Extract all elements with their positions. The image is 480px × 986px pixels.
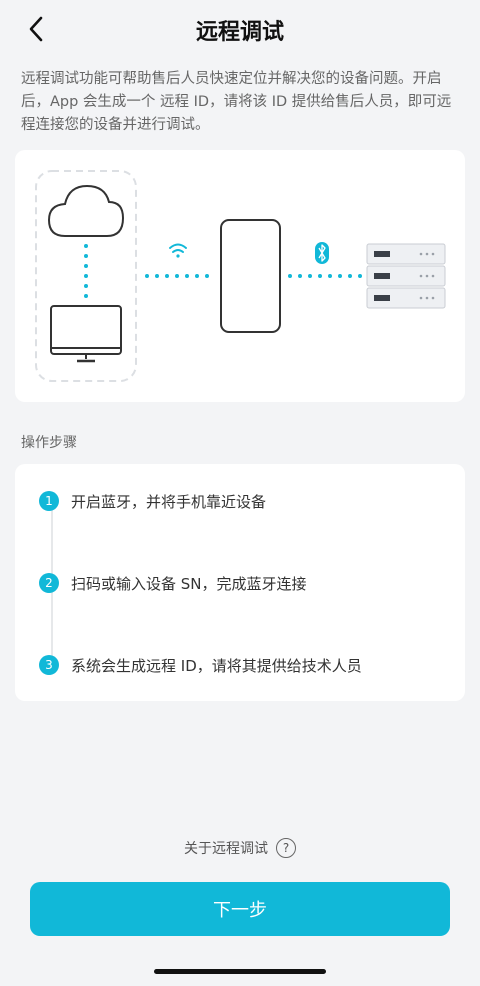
monitor-icon [50, 305, 122, 363]
step-number-badge: 1 [39, 491, 59, 511]
back-button[interactable] [20, 12, 54, 46]
page-title: 远程调试 [195, 20, 284, 45]
step-number-badge: 2 [39, 573, 59, 593]
about-remote-debug[interactable]: 关于远程调试 ? [0, 838, 480, 858]
step-text: 系统会生成远程 ID，请将其提供给技术人员 [71, 656, 362, 675]
feature-description: 远程调试功能可帮助售后人员快速定位并解决您的设备问题。开启后，App 会生成一个… [21, 71, 452, 133]
step-item: 1 开启蓝牙，并将手机靠近设备 [39, 489, 266, 513]
about-label: 关于远程调试 [184, 841, 268, 857]
step-item: 2 扫码或输入设备 SN，完成蓝牙连接 [39, 571, 307, 595]
step-text: 扫码或输入设备 SN，完成蓝牙连接 [71, 574, 307, 593]
step-item: 3 系统会生成远程 ID，请将其提供给技术人员 [39, 653, 362, 677]
step-number-badge: 3 [39, 655, 59, 675]
connection-diagram-card [15, 150, 465, 402]
next-step-button[interactable]: 下一步 [30, 882, 450, 936]
steps-card: 1 开启蓝牙，并将手机靠近设备 2 扫码或输入设备 SN，完成蓝牙连接 3 系统… [15, 464, 465, 701]
steps-section-label: 操作步骤 [21, 435, 77, 451]
step-text: 开启蓝牙，并将手机靠近设备 [71, 492, 267, 511]
server-icon [366, 243, 446, 309]
phone-icon [220, 219, 281, 333]
connection-diagram [35, 170, 446, 382]
top-nav-bar: 远程调试 [0, 0, 480, 60]
chevron-left-icon [29, 16, 43, 42]
cloud-icon [47, 184, 125, 237]
home-indicator [154, 969, 326, 974]
wifi-icon [169, 243, 187, 258]
bluetooth-icon [315, 242, 329, 264]
help-icon[interactable]: ? [276, 838, 296, 858]
